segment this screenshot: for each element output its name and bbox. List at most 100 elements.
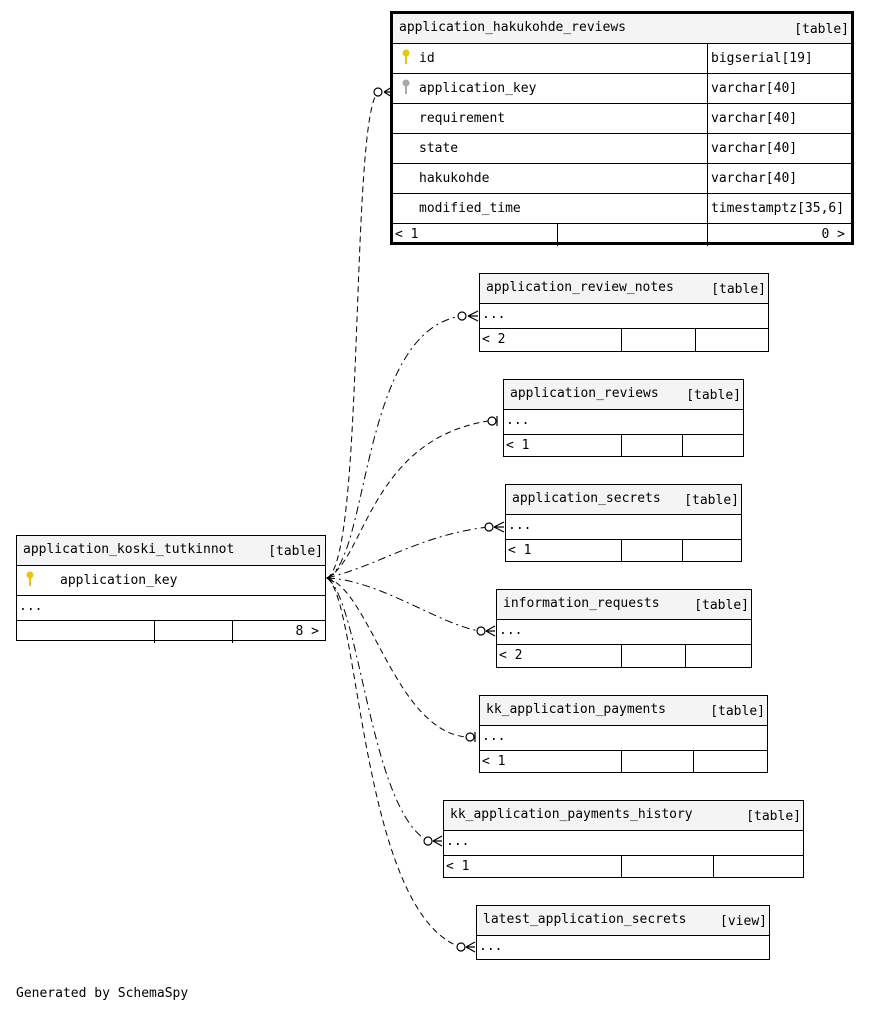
parent-count[interactable]: < 1 xyxy=(395,227,419,242)
edge-information-requests xyxy=(326,577,481,632)
column-name: state xyxy=(419,141,459,156)
table-application-koski-tutkinnot[interactable]: application_koski_tutkinnot [table] appl… xyxy=(16,535,326,643)
footer-cell xyxy=(154,621,155,643)
foreign-key-icon xyxy=(401,79,411,99)
column-row[interactable]: modified_time timestamptz[35,6] xyxy=(393,194,851,224)
table-header: application_reviews [table] xyxy=(504,380,743,410)
generated-by-footer[interactable]: Generated by SchemaSpy xyxy=(16,986,189,1001)
table-header: application_hakukohde_reviews [table] xyxy=(393,14,851,44)
footer-cell xyxy=(707,224,708,246)
ellipsis: ... xyxy=(446,834,470,849)
ellipsis: ... xyxy=(482,307,506,322)
table-header: kk_application_payments [table] xyxy=(480,696,767,726)
column-row[interactable]: requirement varchar[40] xyxy=(393,104,851,134)
ellipsis-row: ... xyxy=(480,304,768,329)
table-name: application_koski_tutkinnot xyxy=(23,542,235,557)
column-name: modified_time xyxy=(419,201,521,216)
child-count[interactable]: 8 > xyxy=(295,624,319,639)
primary-key-icon xyxy=(25,571,35,591)
parent-count[interactable]: < 2 xyxy=(482,332,506,347)
column-name: requirement xyxy=(419,111,506,126)
table-kind: [table] xyxy=(686,388,741,403)
table-footer: < 1 xyxy=(480,751,767,773)
table-kind: [table] xyxy=(746,809,801,824)
column-row[interactable]: application_key varchar[40] xyxy=(393,74,851,104)
ellipsis-row: ... xyxy=(506,515,741,540)
column-type: varchar[40] xyxy=(707,74,851,103)
ellipsis-row: ... xyxy=(477,936,769,960)
ellipsis-row: ... xyxy=(444,831,803,856)
ellipsis: ... xyxy=(19,599,43,614)
table-footer: < 1 xyxy=(504,435,743,457)
ellipsis-row: ... xyxy=(504,410,743,435)
table-kind: [table] xyxy=(711,282,766,297)
footer-cell xyxy=(621,540,622,562)
table-application-review-notes[interactable]: application_review_notes [table] ... < 2 xyxy=(479,273,769,352)
table-kind: [table] xyxy=(694,598,749,613)
footer-cell xyxy=(232,621,233,643)
table-name: application_hakukohde_reviews xyxy=(399,20,626,35)
column-type: varchar[40] xyxy=(707,104,851,133)
view-latest-application-secrets[interactable]: latest_application_secrets [view] ... xyxy=(476,905,770,960)
ellipsis-row: ... xyxy=(497,620,751,645)
parent-count[interactable]: < 1 xyxy=(506,438,530,453)
table-footer: < 1 0 > xyxy=(393,224,851,246)
column-type: varchar[40] xyxy=(707,164,851,193)
edge-reviews xyxy=(326,420,489,579)
table-footer: < 1 xyxy=(506,540,741,562)
table-application-hakukohde-reviews[interactable]: application_hakukohde_reviews [table] id… xyxy=(390,11,854,246)
table-name: application_reviews xyxy=(510,386,659,401)
footer-cell xyxy=(621,435,622,457)
primary-key-icon xyxy=(401,49,411,69)
table-header: application_secrets [table] xyxy=(506,485,741,515)
column-row[interactable]: hakukohde varchar[40] xyxy=(393,164,851,194)
footer-cell xyxy=(621,856,622,878)
table-kind: [table] xyxy=(794,22,849,37)
table-footer: < 2 xyxy=(497,645,751,667)
table-name: application_review_notes xyxy=(486,280,674,295)
column-name: application_key xyxy=(60,573,178,588)
table-application-secrets[interactable]: application_secrets [table] ... < 1 xyxy=(505,484,742,562)
table-name: kk_application_payments xyxy=(486,702,667,717)
footer-cell xyxy=(693,751,694,773)
edge-kk-payments xyxy=(326,577,467,738)
parent-count[interactable]: < 1 xyxy=(446,859,470,874)
column-type: varchar[40] xyxy=(707,134,851,163)
ellipsis-row: ... xyxy=(17,596,325,621)
column-row[interactable]: application_key xyxy=(17,566,325,596)
edge-secrets xyxy=(326,526,489,579)
child-count[interactable]: 0 > xyxy=(821,227,845,242)
table-kk-application-payments[interactable]: kk_application_payments [table] ... < 1 xyxy=(479,695,768,773)
parent-count[interactable]: < 1 xyxy=(508,543,532,558)
column-name: hakukohde xyxy=(419,171,490,186)
table-header: application_review_notes [table] xyxy=(480,274,768,304)
column-row[interactable]: id bigserial[19] xyxy=(393,44,851,74)
ellipsis: ... xyxy=(479,939,503,954)
table-name: application_secrets xyxy=(512,491,661,506)
table-header: application_koski_tutkinnot [table] xyxy=(17,536,325,566)
table-kind: [table] xyxy=(684,493,739,508)
ellipsis: ... xyxy=(499,623,523,638)
footer-cell xyxy=(621,751,622,773)
footer-cell xyxy=(682,435,683,457)
footer-cell xyxy=(621,645,622,667)
table-information-requests[interactable]: information_requests [table] ... < 2 xyxy=(496,589,752,668)
footer-cell xyxy=(685,645,686,667)
ellipsis: ... xyxy=(506,413,530,428)
table-application-reviews[interactable]: application_reviews [table] ... < 1 xyxy=(503,379,744,457)
table-kk-application-payments-history[interactable]: kk_application_payments_history [table] … xyxy=(443,800,804,878)
table-kind: [view] xyxy=(720,914,767,929)
parent-count[interactable]: < 2 xyxy=(499,648,523,663)
table-footer: < 2 xyxy=(480,329,768,351)
parent-count[interactable]: < 1 xyxy=(482,754,506,769)
footer-cell xyxy=(621,329,622,351)
footer-cell xyxy=(713,856,714,878)
table-kind: [table] xyxy=(268,544,323,559)
footer-cell xyxy=(682,540,683,562)
column-row[interactable]: state varchar[40] xyxy=(393,134,851,164)
table-name: latest_application_secrets xyxy=(483,912,687,927)
ellipsis-row: ... xyxy=(480,726,767,751)
ellipsis: ... xyxy=(508,518,532,533)
footer-cell xyxy=(695,329,696,351)
